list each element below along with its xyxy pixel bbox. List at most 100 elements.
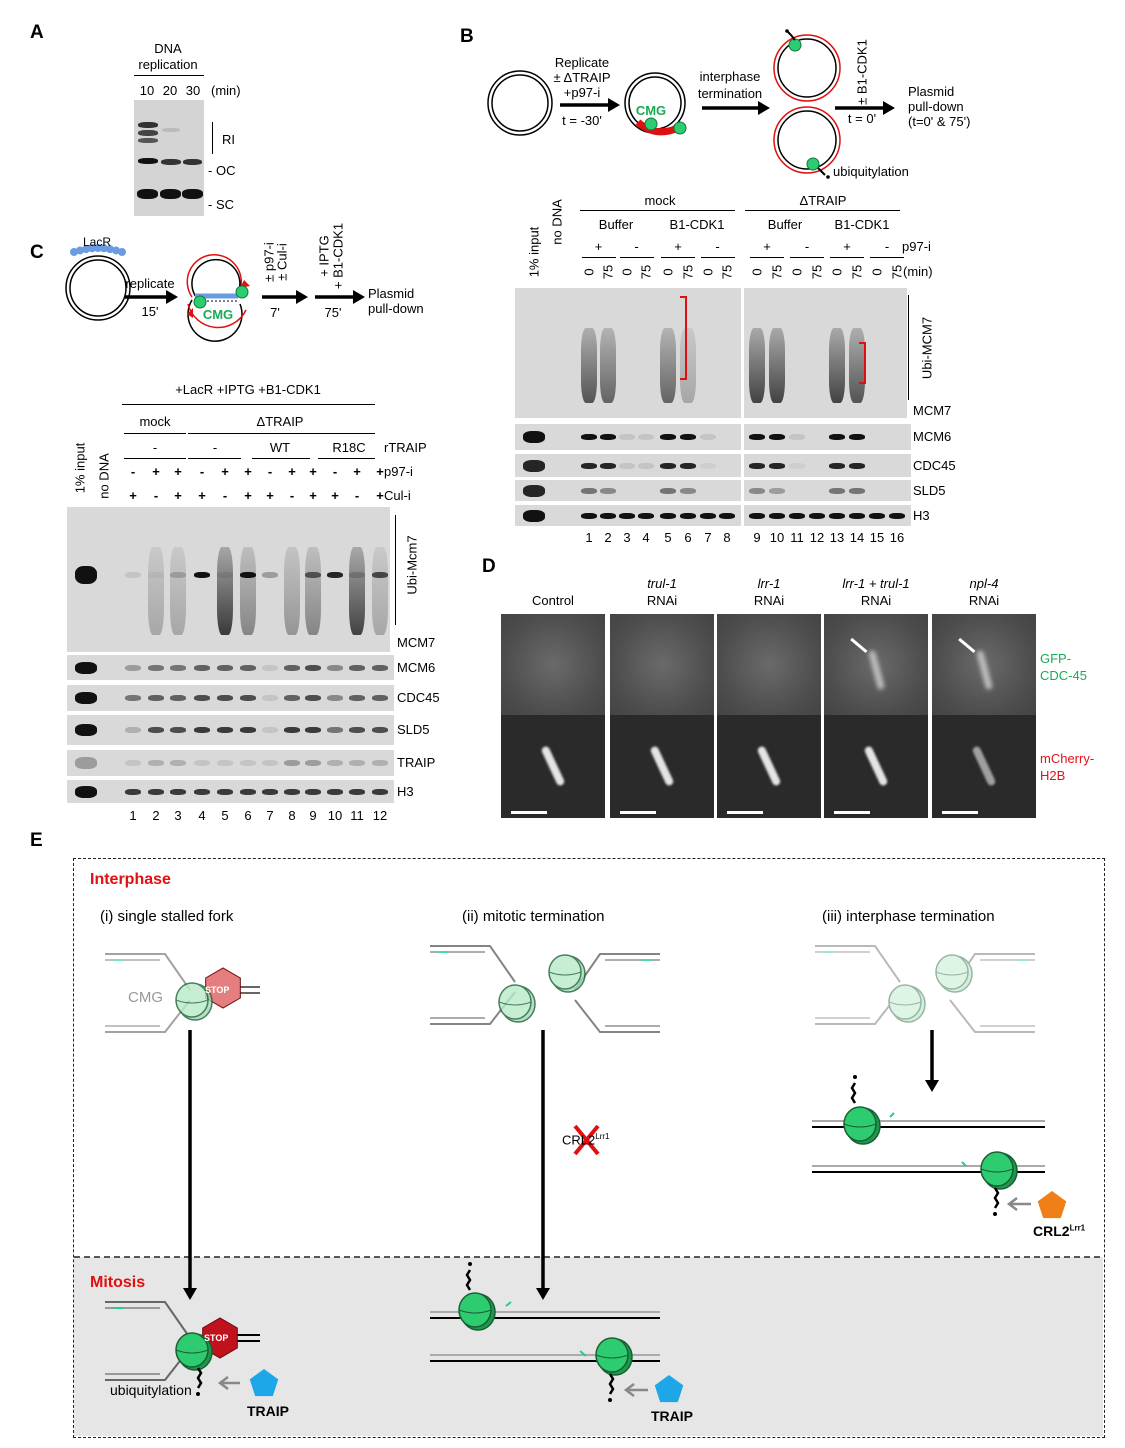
group-dtraip: ΔTRAIP [799,193,847,208]
band [284,664,300,671]
ubi-bracket [908,295,909,400]
band [148,760,164,766]
cmg-label: CMG [635,103,667,118]
divider [661,257,695,258]
band [75,661,97,674]
channel-label: mCherry- [1040,751,1095,766]
band [600,434,616,440]
converged-forks-faded [430,945,660,1033]
p97-sign: - [267,464,273,479]
band [305,695,321,701]
interphase-label: Interphase [90,871,171,888]
ubiquitylation-label: ubiquitylation [110,1382,192,1398]
band [581,434,597,440]
divider [188,458,241,459]
ubi-smear [170,547,186,635]
band [372,788,388,795]
lane-number: 5 [664,530,672,545]
time-label: 75 [889,264,905,280]
band [305,664,321,671]
divider [122,404,375,405]
band [217,571,233,578]
band [217,727,233,733]
band [769,434,785,440]
cul-label: Cul-i [384,488,411,503]
band [75,565,97,584]
group-mock: mock [139,414,171,429]
cul-sign: + [174,488,182,503]
band [372,695,388,701]
band [349,788,365,795]
band [148,695,164,701]
row-label-sld5: SLD5 [397,722,430,737]
time-label: 75 [638,264,654,280]
lane-number: 1 [129,808,137,823]
step-text: Replicate [554,55,610,70]
end-text: pull-down [368,301,424,316]
sub-buffer: Buffer [598,217,634,232]
cul-sign: - [289,488,295,503]
band [75,692,97,704]
lane-number: 6 [684,530,692,545]
cul-sign: + [376,488,384,503]
condition-gene: trul-1 [647,576,677,591]
arrow-icon [315,290,365,304]
divider [750,257,784,258]
divider [124,458,186,459]
p97-sign: + [221,464,229,479]
ubi-smear [349,547,365,635]
p97-sign: + [288,464,296,479]
band [829,462,845,469]
band [75,757,97,769]
band [619,512,635,519]
band [829,434,845,440]
band [284,788,300,795]
time-label: 75 [809,264,825,280]
band-label-sc: - SC [208,197,235,212]
row-label-mcm7: MCM7 [397,635,436,650]
band [700,512,716,519]
crl2-inhibited-label: CRL2Lrr1 [562,1133,609,1147]
end-text: Plasmid [908,84,955,99]
lane-number: 3 [623,530,631,545]
panel-b-label: B [460,26,474,47]
lane-number: 12 [372,808,388,823]
band-label-oc: - OC [208,163,236,178]
divider [318,458,375,459]
time-label: 0 [700,268,716,276]
lane-number: 1 [585,530,593,545]
band [523,484,545,497]
time-label: 0 [749,268,765,276]
lane-number: 13 [829,530,845,545]
rtraip-value: - [152,440,158,455]
time-label: 75 [849,264,865,280]
band [125,571,141,578]
band [849,512,865,519]
step-text: +p97-i [563,85,601,100]
panel-a-header-2: replication [138,57,198,72]
cul-sign: - [354,488,360,503]
band [660,512,676,519]
band [240,664,256,671]
no-dna-label: no DNA [549,199,565,245]
lane-number: 11 [350,808,364,823]
cul-sign: + [244,488,252,503]
red-bracket [859,342,866,384]
band [194,664,210,671]
ubi-smear [148,547,164,635]
row-label-cdc45: CDC45 [913,457,956,473]
ubiquitylation-label: ubiquitylation [833,164,909,179]
band [600,512,616,519]
lane-number: 10 [769,530,785,545]
step-text: + B1-CDK1 [330,222,346,290]
time-label: 0 [619,268,635,276]
p97-sign: + [674,239,682,254]
rtraip-value: WT [269,440,291,455]
step-text: termination [697,86,763,101]
gfp-image [717,614,821,715]
lane-number: 9 [309,808,317,823]
band [262,788,278,795]
input-label: 1% input [526,226,542,278]
